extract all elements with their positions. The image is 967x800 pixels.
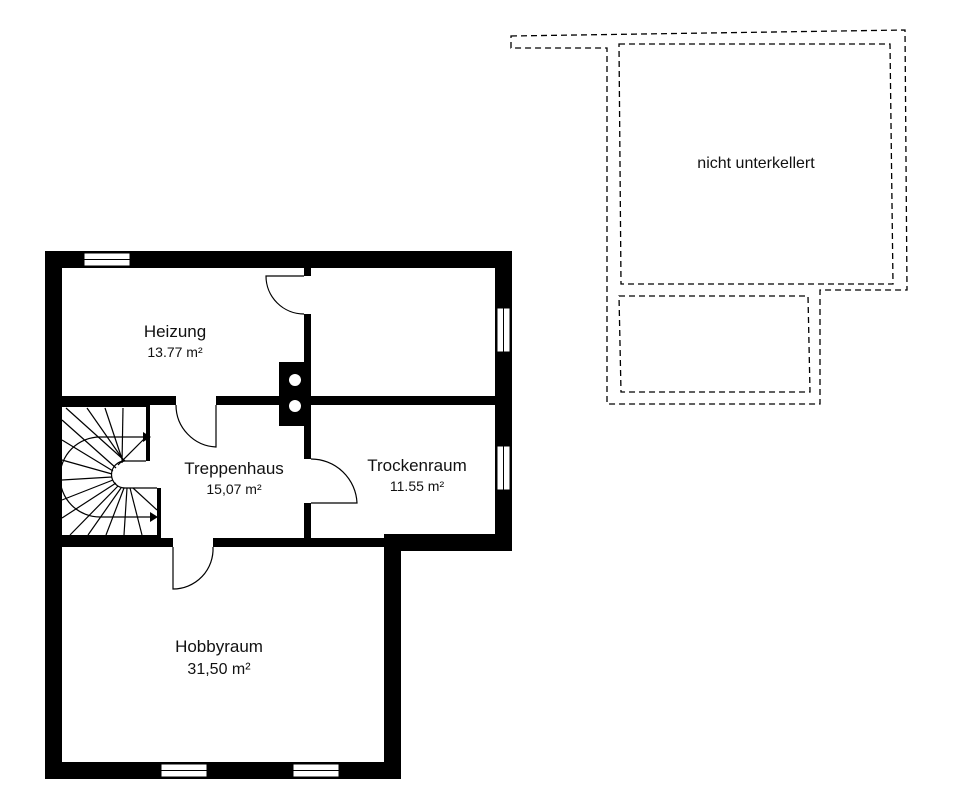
room-hobbyraum-name: Hobbyraum: [175, 637, 263, 656]
wall-stair-right-lower: [157, 488, 161, 538]
annex-label: nicht unterkellert: [697, 155, 815, 172]
stair-arrow-bottom: [150, 512, 158, 522]
interior-walls: [62, 268, 495, 547]
door-trockenraum: [310, 458, 358, 504]
wall-step-horizontal: [384, 534, 512, 551]
wall-bottom: [45, 762, 401, 779]
window-right-lower: [496, 445, 511, 491]
wall-right-upper: [495, 251, 512, 551]
windows: [83, 252, 511, 778]
doors: [172, 275, 358, 590]
wall-heizung-bottom-left: [62, 396, 176, 405]
window-top: [83, 252, 131, 267]
wall-left: [45, 251, 62, 779]
stair-arrow-line: [59, 436, 150, 518]
wall-top: [45, 251, 512, 268]
annex-outer-outline: [510, 29, 908, 405]
room-heizung-name: Heizung: [144, 322, 206, 341]
window-bottom-left: [160, 763, 208, 778]
wall-right-lower: [384, 534, 401, 779]
room-treppenhaus-area: 15,07 m²: [206, 481, 262, 497]
room-treppenhaus-name: Treppenhaus: [184, 459, 284, 478]
wall-stair-bottom: [62, 535, 160, 539]
wall-heizung-bottom-right: [216, 396, 495, 405]
door-upper-right: [265, 275, 305, 315]
window-right-upper: [496, 307, 511, 353]
chimney-flue-top: [289, 374, 301, 386]
staircase: [59, 407, 158, 536]
chimney-flue-bottom: [289, 400, 301, 412]
wall-hobby-top-right: [213, 538, 388, 547]
annex-outline: [510, 29, 908, 405]
wall-stair-top: [62, 403, 149, 407]
door-heizung: [175, 404, 217, 448]
wall-vertical-low: [304, 503, 311, 543]
annex-inner-upper: [618, 43, 894, 285]
wall-vertical-top: [304, 268, 311, 276]
door-hobbyraum: [172, 546, 214, 590]
room-hobbyraum-area: 31,50 m²: [187, 661, 251, 678]
room-trockenraum-area: 11.55 m²: [390, 478, 445, 494]
wall-hobby-top-left: [62, 538, 173, 547]
window-bottom-right: [292, 763, 340, 778]
stair-arrow-top: [143, 432, 151, 442]
wall-stair-right-upper: [146, 403, 150, 461]
room-trockenraum-name: Trockenraum: [367, 456, 467, 475]
outer-walls: [45, 251, 512, 779]
room-heizung-area: 13.77 m²: [147, 344, 203, 360]
annex-inner-lower: [618, 295, 811, 393]
chimney: [279, 362, 311, 426]
